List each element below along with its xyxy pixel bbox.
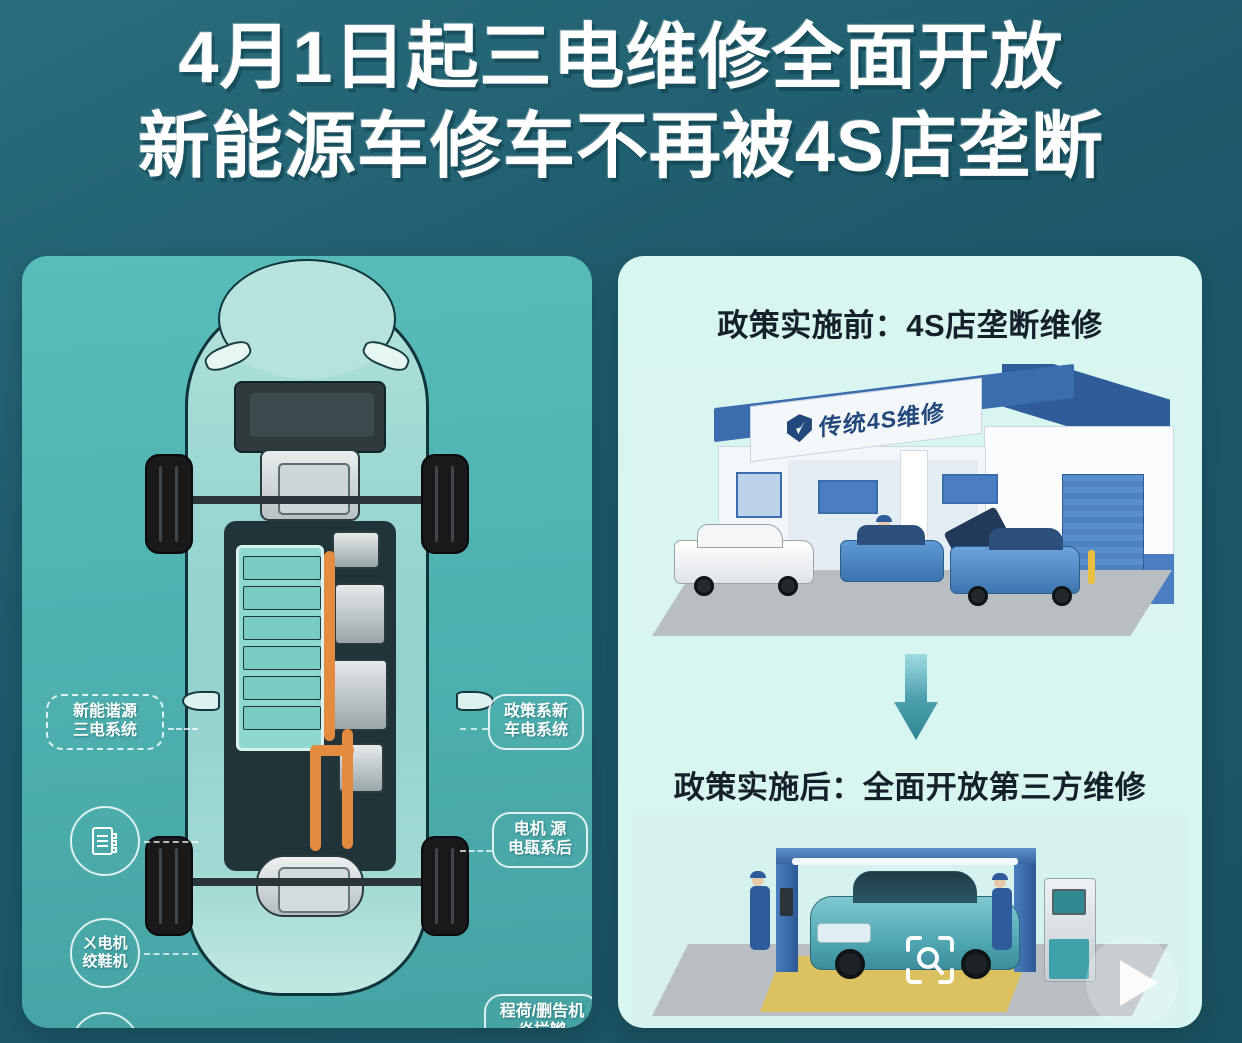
rear-drive-motor	[256, 855, 364, 917]
callout-label-line1: 新能谐源	[72, 703, 137, 720]
workshop-light	[792, 858, 1018, 865]
hood-contour	[218, 259, 396, 379]
callout-new-energy-system[interactable]: 新能谐源 三电系统	[46, 694, 164, 750]
underfloor-assembly	[224, 521, 396, 871]
callout-label-line2: 车电系统	[503, 721, 568, 739]
wheel-rear-left	[145, 836, 193, 936]
suv-wheel-front	[835, 949, 865, 979]
store-window-left	[736, 472, 782, 518]
down-arrow-icon	[894, 654, 938, 740]
wall-control-box	[780, 888, 793, 916]
hv-cable-1	[324, 551, 335, 741]
callout-label-line2: 绞鞋机	[82, 953, 128, 970]
control-module-c	[330, 659, 388, 731]
callout-control-unit[interactable]: 程荷/删告机 焱拦辫	[484, 994, 592, 1028]
car-underbody-diagram	[145, 259, 494, 996]
before-policy-heading: 政策实施前：4S店垄断维修	[717, 308, 1103, 343]
callout-label-line1: 政策系新	[503, 703, 568, 720]
policy-comparison-panel: 政策实施前：4S店垄断维修 传统4S维修	[618, 256, 1202, 1028]
scan-search-icon[interactable]	[902, 932, 958, 988]
suv-grille	[817, 923, 871, 943]
battery-module-icon	[88, 824, 122, 858]
battery-pack	[236, 545, 324, 751]
callout-motor-source[interactable]: 电机 源 电瓺系后	[492, 812, 588, 868]
yellow-bollard	[1088, 550, 1095, 584]
store-interior-sign	[942, 474, 998, 504]
callout-battery-pack[interactable]	[70, 806, 140, 876]
title-line-2: 新能源车修车不再被4S店垄断	[137, 106, 1105, 187]
suv-cabin	[853, 871, 977, 903]
callout-policy-system[interactable]: 政策系新 车电系统	[488, 694, 584, 750]
hv-cable-junction	[310, 745, 354, 756]
leader-line	[460, 850, 492, 852]
play-triangle-icon	[1120, 960, 1158, 1006]
leader-line	[144, 953, 198, 955]
technician-left	[750, 871, 770, 950]
front-compartment	[234, 381, 386, 453]
callout-label-line2: 焱拦辫	[518, 1022, 566, 1028]
vehicle-blue-sedan	[840, 525, 944, 582]
wheel-front-left	[145, 454, 193, 554]
shield-diamond-logo	[787, 413, 812, 444]
store-counter-banner	[818, 480, 878, 514]
control-module-b	[334, 583, 386, 645]
side-mirror-left	[182, 691, 220, 711]
page-title: 4月1日起三电维修全面开放 新能源车修车不再被4S店垄断	[0, 18, 1242, 187]
callout-drive-motor[interactable]: ㄨ电机 绞鞋机	[70, 918, 140, 988]
third-party-workshop-scene	[632, 814, 1188, 1026]
diagnostic-kiosk	[1044, 878, 1096, 982]
play-button[interactable]	[1086, 936, 1178, 1026]
wheel-rear-right	[421, 836, 469, 936]
rear-axle	[181, 878, 433, 886]
vehicle-white-sedan	[674, 524, 814, 584]
leader-line	[144, 841, 198, 843]
callout-label-line1: 程荷/删告机	[499, 1003, 585, 1020]
store-sign-text: 传统4S维修	[818, 399, 946, 441]
garage-shutter-door	[1062, 474, 1144, 584]
control-module-a	[332, 531, 380, 569]
dealership-scene: 传统4S维修	[632, 364, 1188, 636]
suv-wheel-rear	[961, 949, 991, 979]
ev-powertrain-panel: 新能谐源 三电系统 ㄨ电机 绞鞋机	[22, 256, 592, 1028]
title-line-1: 4月1日起三电维修全面开放	[178, 18, 1064, 98]
wheel-front-right	[421, 454, 469, 554]
callout-label-line1: 电机 源	[513, 821, 567, 838]
callout-label-line2: 电瓺系后	[507, 839, 572, 857]
leader-line	[168, 728, 198, 730]
hv-cable-3	[310, 747, 321, 851]
front-axle	[181, 496, 433, 504]
front-drive-motor	[260, 449, 360, 521]
hv-cable-2	[342, 729, 353, 849]
leader-line	[460, 728, 488, 730]
callout-label-line2: 三电系统	[72, 721, 137, 739]
callout-charging-port[interactable]	[70, 1012, 140, 1028]
kiosk-screen	[1052, 889, 1086, 915]
callout-label-line1: ㄨ电机	[82, 935, 128, 953]
kiosk-base	[1049, 939, 1089, 979]
teal-suv	[810, 871, 1020, 979]
after-policy-heading: 政策实施后：全面开放第三方维修	[673, 770, 1147, 805]
technician-right	[992, 873, 1012, 950]
car-body-outline	[182, 259, 494, 996]
